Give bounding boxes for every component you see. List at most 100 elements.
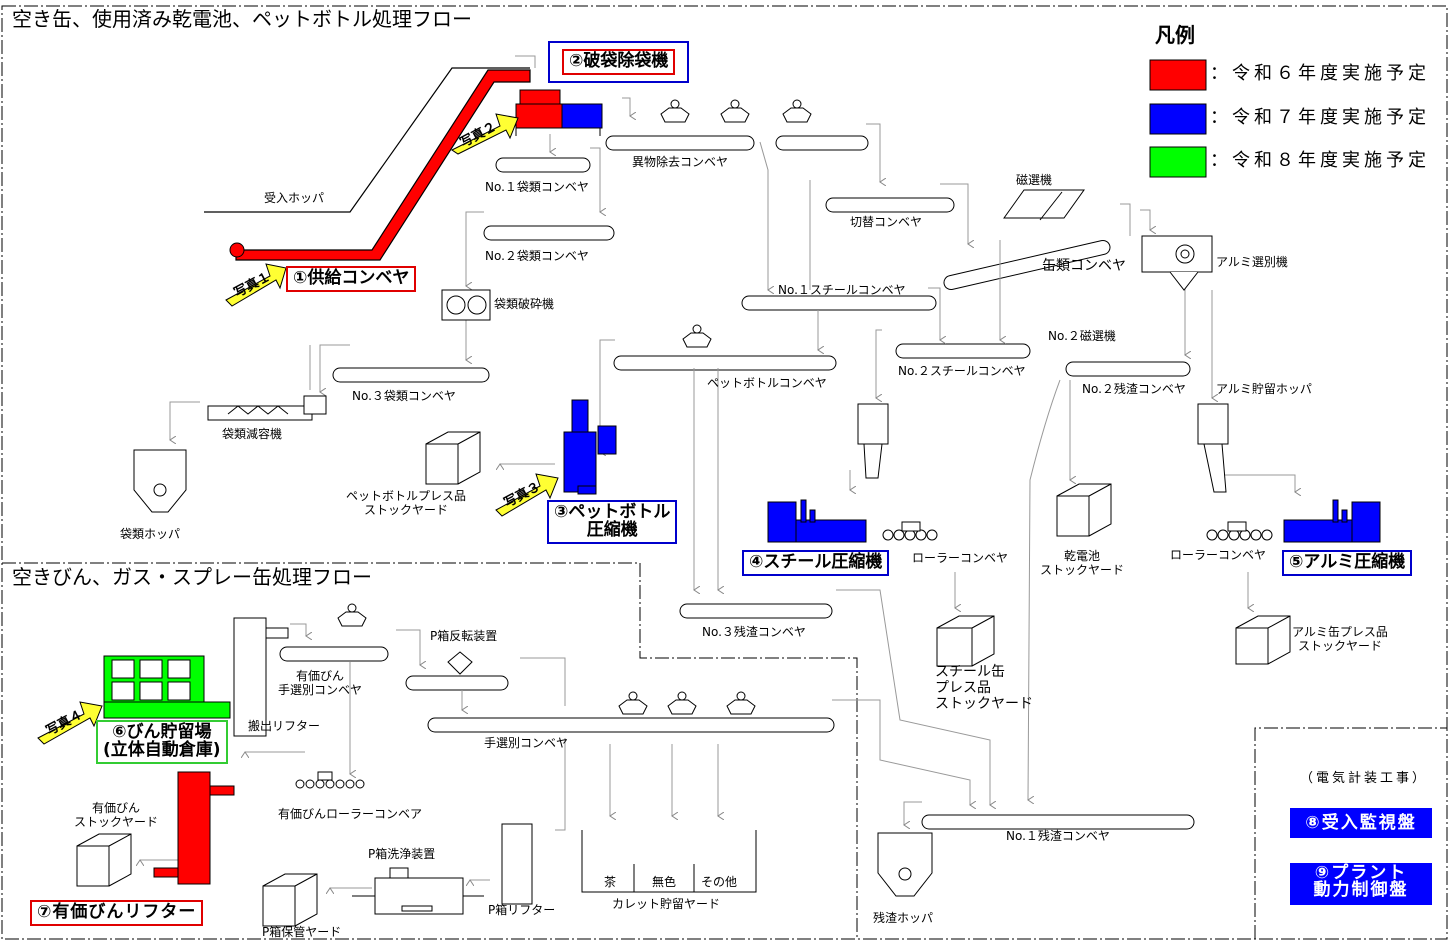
alu-compressor-drawing <box>1283 499 1381 543</box>
label-battery-yard-line2: ストックヤード <box>1040 562 1125 577</box>
label-foreign-conv: 異物除去コンベヤ <box>632 155 729 169</box>
label-pet-yard-line1: ペットボトルプレス品 <box>346 489 467 503</box>
label-pbox-wash: P箱洗浄装置 <box>368 847 436 861</box>
label-pbox-yard: P箱保管ヤード <box>262 925 342 939</box>
label-bag-crusher: 袋類破砕機 <box>494 297 555 311</box>
label-bag-conv2: No.２袋類コンベヤ <box>485 249 589 263</box>
equipment-8-monitor-panel: ⑧受入監視盤 <box>1290 808 1432 838</box>
label-residue-conv3: No.３残渣コンベヤ <box>702 625 806 639</box>
label-bag-reducer: 袋類減容機 <box>222 427 283 441</box>
roller-conveyors <box>295 521 1273 789</box>
cullet-yard-drawing <box>581 830 757 893</box>
label-cullet-brown: 茶 <box>604 875 617 889</box>
label-steel-yard-line2: プレス品 <box>935 680 991 697</box>
label-magnet: 磁選機 <box>1016 173 1053 187</box>
equipment-6-line2: (立体自動倉庫) <box>103 739 221 760</box>
equipment-1-feed-conveyor: ①供給コンベヤ <box>286 266 417 292</box>
equipment-3-line2: 圧縮機 <box>586 519 638 540</box>
equipment-9-plant-panel: ⑨プラント 動力制御盤 <box>1290 863 1432 905</box>
equipment-3-pet-compressor: ③ペットボトル 圧縮機 <box>547 500 678 544</box>
label-bag-conv1: No.１袋類コンベヤ <box>485 180 589 194</box>
label-cullet-other: その他 <box>701 875 738 889</box>
label-can-conv: 缶類コンベヤ <box>1042 258 1126 274</box>
label-pet-yard-line2: ストックヤード <box>364 502 449 517</box>
equipment-3-line1: ③ペットボトル <box>554 502 671 522</box>
label-valuable-sort-line2: 手選別コンベヤ <box>278 682 363 697</box>
equipment-7-valuable-lifter: ⑦有価びんリフター <box>30 900 204 926</box>
label-battery-yard: 乾電池 ストックヤード <box>1040 549 1125 578</box>
steel-chute-drawing <box>857 403 889 479</box>
pbox-flip-drawing <box>447 651 473 675</box>
label-steel-conv2: No.２スチールコンベヤ <box>898 364 1026 378</box>
bag-breaker-drawing <box>515 89 603 136</box>
legend-item-r6: ：令和６年度実施予定 <box>1210 63 1430 84</box>
photo-arrows <box>37 113 559 745</box>
label-roller-conv-alu: ローラーコンベヤ <box>1170 548 1267 562</box>
flow-lines <box>140 97 1295 888</box>
label-valuable-yard-line2: ストックヤード <box>74 814 159 829</box>
equipment-6-bottle-storage: ⑥びん貯留場 (立体自動倉庫) <box>96 720 228 764</box>
equipment-5-alu-compressor: ⑤アルミ圧縮機 <box>1282 550 1413 576</box>
label-valuable-yard: 有価びん ストックヤード <box>74 801 159 830</box>
label-battery-yard-line1: 乾電池 <box>1064 549 1101 563</box>
label-exit-lifter: 搬出リフター <box>248 719 321 733</box>
electrical-label: （電気計装工事） <box>1300 771 1429 786</box>
label-roller-conv-steel: ローラーコンベヤ <box>912 551 1009 565</box>
label-pet-yard: ペットボトルプレス品 ストックヤード <box>346 489 467 518</box>
label-receiving-hopper: 受入ホッパ <box>264 191 325 205</box>
label-alu-yard: アルミ缶プレス品 ストックヤード <box>1292 625 1388 654</box>
conveyors <box>279 135 1195 830</box>
label-residue-conv2: No.２残渣コンベヤ <box>1082 382 1186 396</box>
bag-crusher-drawing <box>441 289 491 321</box>
label-steel-yard-line3: ストックヤード <box>935 696 1033 713</box>
label-steel-conv1: No.１スチールコンベヤ <box>778 283 906 297</box>
label-cullet-yard: カレット貯留ヤード <box>612 897 721 911</box>
equipment-6-line1: ⑥びん貯留場 <box>112 722 212 742</box>
stockyards <box>76 431 1291 927</box>
can-flow-title: 空き缶、使用済み乾電池、ペットボトル処理フロー <box>12 7 472 31</box>
label-hand-sort: 手選別コンベヤ <box>484 736 569 750</box>
legend-item-r8: ：令和８年度実施予定 <box>1210 150 1430 171</box>
label-steel-yard: スチール缶 プレス品 ストックヤード <box>935 664 1033 712</box>
equipment-2-label: ②破袋除袋機 <box>562 49 676 75</box>
worker-icons <box>337 99 812 715</box>
steel-compressor-drawing <box>767 499 867 543</box>
equipment-9-line1: ⑨プラント <box>1314 863 1408 883</box>
alu-chute-drawing <box>1197 403 1229 493</box>
label-pet-conv: ペットボトルコンベヤ <box>707 376 827 390</box>
bottle-storage-drawing <box>103 655 231 719</box>
label-alu-hopper: アルミ貯留ホッパ <box>1216 382 1312 396</box>
label-alu-sorter: アルミ選別機 <box>1216 255 1288 269</box>
bottle-flow-title: 空きびん、ガス・スプレー缶処理フロー <box>12 565 372 589</box>
label-pbox-flip: P箱反転装置 <box>430 629 498 643</box>
hoppers <box>133 449 933 897</box>
bag-reducer-drawing <box>207 395 327 421</box>
pbox-washer-drawing <box>352 867 484 915</box>
label-bag-conv3: No.３袋類コンベヤ <box>352 389 456 403</box>
equipment-2-bag-breaker: ②破袋除袋機 <box>548 41 690 83</box>
label-pbox-lifter: P箱リフター <box>488 903 556 917</box>
legend-title: 凡例 <box>1155 23 1195 47</box>
label-magnet2: No.２磁選機 <box>1048 329 1116 343</box>
magnet-drawing <box>1003 189 1085 221</box>
legend-item-r7: ：令和７年度実施予定 <box>1210 107 1430 128</box>
label-cullet-clear: 無色 <box>652 875 677 889</box>
label-valuable-yard-line1: 有価びん <box>92 801 141 815</box>
alu-separator-drawing <box>1141 235 1213 291</box>
label-valuable-sort: 有価びん 手選別コンベヤ <box>278 669 363 698</box>
equipment-4-steel-compressor: ④スチール圧縮機 <box>742 550 890 576</box>
label-residue-conv1: No.１残渣コンベヤ <box>1006 829 1110 843</box>
section-borders <box>1 5 1448 940</box>
label-steel-yard-line1: スチール缶 <box>935 664 1005 680</box>
valuable-lifter-drawing <box>153 771 235 885</box>
label-valuable-roller: 有価びんローラーコンベア <box>278 807 423 821</box>
label-valuable-sort-line1: 有価びん <box>296 669 345 683</box>
label-bag-hopper: 袋類ホッパ <box>120 527 181 541</box>
pet-compressor-drawing <box>563 399 617 495</box>
legend-swatches <box>1149 59 1207 178</box>
exit-lifter-drawing <box>233 617 289 737</box>
label-residue-hopper: 残渣ホッパ <box>873 911 934 925</box>
feed-conveyor-drawing <box>204 55 536 261</box>
label-alu-yard-line2: ストックヤード <box>1297 638 1382 653</box>
